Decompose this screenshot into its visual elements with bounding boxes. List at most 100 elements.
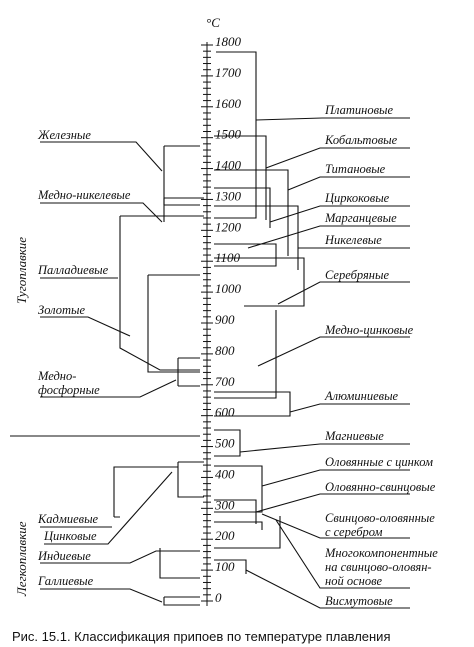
- scale-label-backdrop: [214, 96, 246, 110]
- bracket-titanium: [214, 169, 289, 256]
- bracket-aluminum: [214, 391, 291, 417]
- leader-multicomponent: [275, 519, 410, 589]
- scale-label: 0: [215, 590, 222, 605]
- scale-label-backdrop: [214, 343, 239, 357]
- scale-label-backdrop: [214, 436, 239, 450]
- label-palladium: Палладиевые: [37, 263, 109, 277]
- scale-label-backdrop: [214, 158, 246, 172]
- scale-label: 1000: [215, 281, 242, 296]
- bracket-cobalt: [214, 135, 267, 220]
- label-silver: Серебряные: [325, 268, 389, 282]
- label-lead-tin-silver-line2: с серебром: [325, 525, 383, 539]
- label-copper-phosphorus-line2: фосфорные: [38, 383, 100, 397]
- scale-label-backdrop: [214, 313, 239, 326]
- scale-label-backdrop: [214, 189, 246, 203]
- label-lead-tin-silver-line1: Свинцово-оловянные: [325, 511, 435, 525]
- bracket-copper-phosphorus: [177, 357, 200, 387]
- leader-zinc: [44, 471, 173, 545]
- left-brackets: [10, 141, 204, 606]
- label-copper-zinc: Медно-цинковые: [324, 323, 414, 337]
- scale-label: 1600: [215, 96, 242, 111]
- label-gold: Золотые: [38, 303, 85, 317]
- group-fusible: Легкоплавкие: [14, 521, 29, 597]
- leader-aluminum: [289, 403, 410, 413]
- scale-label: 400: [215, 466, 235, 481]
- temperature-scale: °C: [201, 15, 220, 606]
- scale-label: 1200: [215, 219, 242, 234]
- bracket-copper-zinc: [214, 310, 277, 399]
- scale-label-backdrop: [214, 560, 239, 574]
- scale-label-backdrop: [214, 405, 239, 419]
- leader-cobalt: [265, 147, 410, 169]
- scale-label: 500: [215, 436, 235, 451]
- label-multicomponent-line1: Многокомпонентные: [324, 546, 438, 560]
- scale-label: 1400: [215, 158, 242, 173]
- label-nickel: Никелевые: [324, 233, 382, 247]
- scale-label: 1300: [215, 188, 242, 203]
- label-copper-nickel: Медно-никелевые: [37, 188, 131, 202]
- scale-label-backdrop: [214, 127, 246, 141]
- scale-label: 1800: [215, 34, 242, 49]
- leader-tin-lead: [255, 493, 410, 513]
- scale-label-backdrop: [214, 65, 246, 79]
- scale-label: 800: [215, 343, 235, 358]
- bracket-bismuth: [214, 559, 247, 574]
- scale-label: 200: [215, 528, 235, 543]
- leader-magnesium: [239, 443, 410, 453]
- leader-copper-nickel: [40, 202, 163, 223]
- leader-platinum: [255, 117, 410, 121]
- label-indium: Индиевые: [37, 549, 91, 563]
- leader-indium: [40, 550, 200, 564]
- bracket-indium: [159, 548, 200, 579]
- leader-lead-tin-silver: [261, 513, 410, 539]
- label-zirconium: Циркоковые: [324, 191, 390, 205]
- leader-copper-phosphorus: [40, 379, 177, 398]
- label-multicomponent-line3: ной основе: [325, 574, 383, 588]
- scale-label: 900: [215, 312, 235, 327]
- bracket-manganese: [214, 243, 277, 267]
- leader-silver: [277, 281, 410, 305]
- right-brackets: [214, 51, 410, 609]
- label-tin-zinc: Оловянные с цинком: [325, 455, 433, 469]
- leader-gallium: [40, 588, 163, 603]
- bracket-nickel: [214, 205, 299, 270]
- scale-label-backdrop: [214, 282, 246, 296]
- label-zinc: Цинковые: [43, 529, 97, 543]
- bracket-zirconium: [214, 187, 271, 228]
- bracket-platinum: [214, 51, 257, 219]
- label-copper-phosphorus-line1: Медно-: [37, 369, 76, 383]
- bracket-tin-zinc: [214, 465, 263, 513]
- leader-bismuth: [245, 569, 410, 609]
- bracket-cadmium-stem: [113, 466, 178, 518]
- leader-titanium: [287, 176, 410, 191]
- scale-label-backdrop: [214, 591, 225, 604]
- label-manganese: Марганцевые: [324, 211, 397, 225]
- bracket-magnesium: [214, 429, 241, 457]
- bracket-gold: [147, 274, 200, 373]
- label-cobalt: Кобальтовые: [324, 133, 398, 147]
- scale-label: 300: [214, 497, 235, 512]
- label-platinum: Платиновые: [324, 103, 394, 117]
- leader-gold: [40, 316, 131, 337]
- scale-label-backdrop: [214, 529, 239, 543]
- scale-label-backdrop: [214, 35, 246, 48]
- label-tin-lead: Оловянно-свинцовые: [325, 480, 436, 494]
- leader-iron: [40, 141, 163, 172]
- scale-label: 700: [215, 374, 235, 389]
- scale-label-backdrop: [214, 498, 239, 512]
- label-magnesium: Магниевые: [324, 429, 384, 443]
- bracket-palladium: [119, 215, 204, 371]
- scale-label: 1500: [215, 127, 242, 142]
- bracket-cadmium: [177, 461, 204, 498]
- label-iron: Железные: [37, 128, 91, 142]
- group-refractory: Тугоплавкие: [14, 237, 29, 304]
- label-bismuth: Висмутовые: [325, 594, 393, 608]
- bracket-iron: [163, 145, 200, 206]
- scale-label-backdrop: [214, 467, 239, 481]
- scale-label: 100: [215, 559, 235, 574]
- bracket-gallium: [163, 596, 200, 606]
- scale-ticks: [201, 44, 213, 602]
- scale-label: 1700: [215, 65, 242, 80]
- bracket-lead-tin-silver: [214, 521, 263, 530]
